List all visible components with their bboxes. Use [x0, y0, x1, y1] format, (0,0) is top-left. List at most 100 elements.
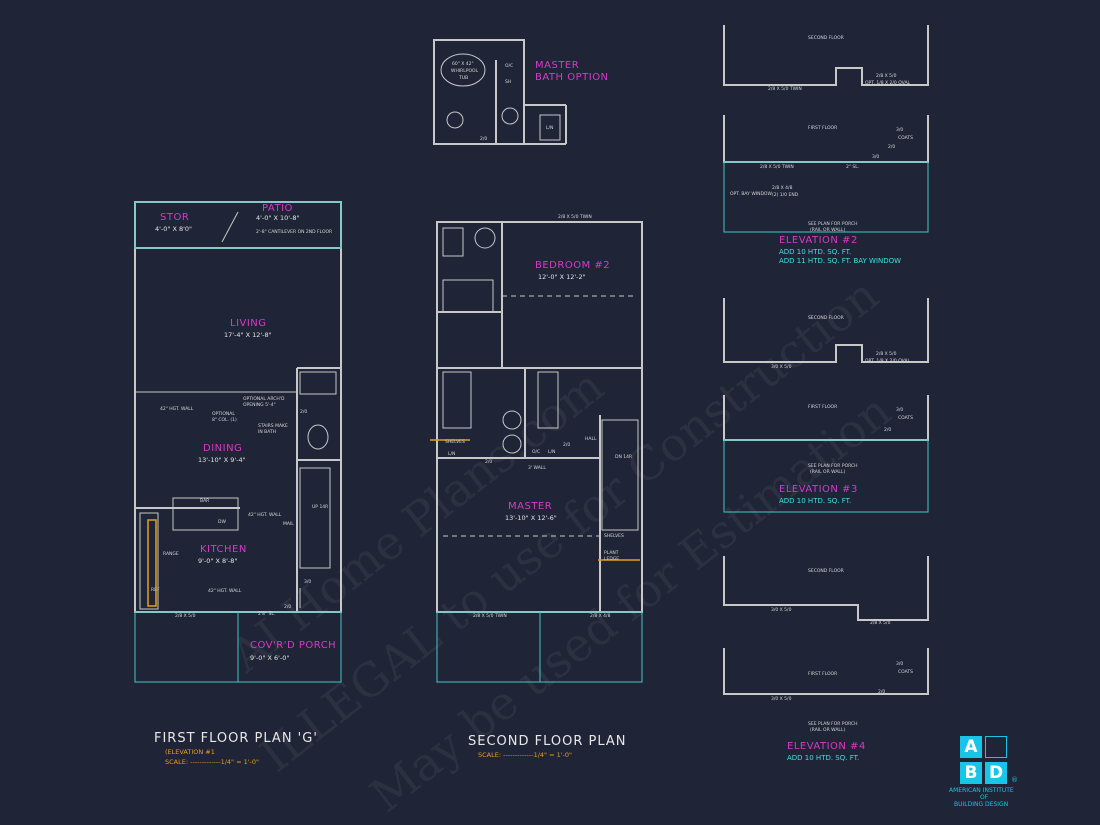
- elev2-bay: OPT. BAY WINDOW: [730, 192, 772, 197]
- shelves-label-2: SHELVES: [604, 534, 624, 539]
- elev4-window-1: 3/0 X 5/0: [771, 608, 792, 613]
- stair-up-label: UP 14R: [312, 505, 329, 510]
- elev2-bay-dim-1: 2/8 X 4/8: [772, 186, 793, 191]
- elev3-coats: COATS: [898, 416, 913, 421]
- bath-sh: SH: [505, 80, 512, 85]
- logo-letter-d: D: [985, 762, 1007, 784]
- room-bedroom2-size: 12'-0" X 12'-2": [538, 273, 586, 281]
- elev2-door-dim2: 2/0: [888, 145, 896, 150]
- stairs-note-1: STAIRS MAKE: [258, 424, 288, 429]
- mail-label: MAIL: [283, 522, 294, 527]
- elev2-window-2: 2/8 X 5/0: [876, 74, 897, 79]
- elev4-coats: COATS: [898, 670, 913, 675]
- room-porch-size: 9'-0" X 6'-0": [250, 654, 290, 662]
- elev2-window-note: OPT. 1/8 X 2/0 OVAL: [865, 81, 911, 86]
- ln-label-2: L/N: [548, 450, 556, 455]
- door-2-0-a: 2/0: [300, 410, 308, 415]
- elev4-second-floor: SECOND FLOOR: [808, 569, 844, 574]
- door-front: 2/8 X 5/0: [175, 614, 196, 619]
- dim-2-0: 2/0: [485, 460, 493, 465]
- logo-line-1: AMERICAN INSTITUTE: [949, 787, 1014, 794]
- elev4-porch-1: SEE PLAN FOR PORCH: [808, 722, 858, 727]
- elev3-porch-1: SEE PLAN FOR PORCH: [808, 464, 858, 469]
- elev3-second-floor: SECOND FLOOR: [808, 316, 844, 321]
- second-floor-scale: SCALE: -------------1/4" = 1'-0": [478, 751, 573, 759]
- elev2-title: ELEVATION #2: [779, 235, 858, 246]
- elev2-door-dim: 3/0: [896, 128, 904, 133]
- elev2-door-dim3: 3/0: [872, 155, 880, 160]
- ln-label: L/N: [448, 452, 456, 457]
- elev4-window-2: 2/8 X 5/0: [870, 621, 891, 626]
- elev2-line2: ADD 11 HTD. SQ. FT. BAY WINDOW: [779, 257, 902, 265]
- elev4-door-dim: 3/0: [896, 662, 904, 667]
- elev2-first-window: 2/8 X 5/0 TWIN: [760, 165, 794, 170]
- elev4-first-floor: FIRST FLOOR: [808, 672, 838, 677]
- elev4-window-3: 3/0 X 5/0: [771, 697, 792, 702]
- logo-letter-b: B: [960, 762, 982, 784]
- door-2-0-b: 2/0: [284, 605, 292, 610]
- hgt-wall-note-3: 42" HGT. WALL: [208, 589, 242, 594]
- bath-dim: 2/0: [480, 137, 488, 142]
- room-porch-name: COV'R'D PORCH: [250, 640, 337, 651]
- logo-letter-a: A: [960, 736, 982, 758]
- dim-2-0-b: 2/0: [563, 443, 571, 448]
- first-floor-scale: SCALE: -------------1/4" = 1'-0": [165, 758, 260, 766]
- hgt-wall-note-2: 42" HGT. WALL: [248, 513, 282, 518]
- room-master-name: MASTER: [508, 501, 553, 512]
- logo-registered: ®: [1011, 776, 1018, 784]
- aibd-logo: A B D ® AMERICAN INSTITUTE OF BUILDING D…: [949, 736, 1025, 812]
- elev2-porch-2: (RAIL OR WALL): [810, 228, 846, 233]
- elev2-window-1: 2/8 X 5/0 TWIN: [768, 87, 802, 92]
- wall-label: 3' WALL: [528, 466, 546, 471]
- optional-arch-1: OPTIONAL ARCH'D: [243, 397, 285, 402]
- dw-label: DW: [218, 520, 226, 525]
- elev4-line1: ADD 10 HTD. SQ. FT.: [787, 754, 860, 762]
- first-floor-elevation: (ELEVATION #1: [165, 748, 215, 756]
- room-living-name: LIVING: [230, 318, 267, 329]
- elev2-coats: COATS: [898, 136, 913, 141]
- door-side: 2'8" SL.: [258, 612, 276, 617]
- optional-col-2: 8" COL. (1): [212, 418, 237, 423]
- room-patio-size: 4'-0" X 10'-8": [256, 214, 300, 222]
- room-bedroom2-name: BEDROOM #2: [535, 260, 611, 271]
- logo-i-bar: [985, 736, 1007, 758]
- logo-line-3: BUILDING DESIGN: [954, 801, 1009, 808]
- elev4-porch-2: (RAIL OR WALL): [810, 728, 846, 733]
- cantilever-note: 2'-8" CANTILEVER ON 2ND FLOOR: [256, 230, 333, 235]
- elev3-first-floor: FIRST FLOOR: [808, 405, 838, 410]
- shelves-label: SHELVES: [445, 440, 465, 445]
- elev4-title: ELEVATION #4: [787, 741, 866, 752]
- range-label: RANGE: [163, 552, 179, 557]
- elev2-porch-1: SEE PLAN FOR PORCH: [808, 222, 858, 227]
- elev3-title: ELEVATION #3: [779, 484, 858, 495]
- tub-label-3: TUB: [459, 76, 469, 81]
- door-bottom-right: 2/8 X 4/8: [590, 614, 611, 619]
- elev2-second-floor: SECOND FLOOR: [808, 36, 844, 41]
- stairs-note-2: IN BATH: [258, 430, 277, 435]
- bath-ln: L/N: [546, 126, 554, 131]
- first-floor-title: FIRST FLOOR PLAN 'G': [154, 731, 318, 746]
- tub-label-1: 60" X 42": [452, 62, 474, 67]
- elev2-first-floor: FIRST FLOOR: [808, 126, 838, 131]
- tub-label-2: WHIRLPOOL: [451, 69, 479, 74]
- elev3-door-dim2: 2/0: [884, 428, 892, 433]
- master-bath-option-title-2: BATH OPTION: [535, 72, 609, 83]
- plant-ledge-2: LEDGE: [604, 557, 620, 562]
- optional-col-1: OPTIONAL: [212, 412, 235, 417]
- ref-label: REF: [151, 588, 160, 593]
- elev4-door-dim2: 2/0: [878, 690, 886, 695]
- room-kitchen-name: KITCHEN: [200, 544, 247, 555]
- elev3-window-1: 3/0 X 5/0: [771, 365, 792, 370]
- room-dining-name: DINING: [203, 443, 243, 454]
- door-bottom-left: 2/8 X 5/0 TWIN: [473, 614, 507, 619]
- elev3-window-2: 2/8 X 5/0: [876, 352, 897, 357]
- hall-label: HALL: [585, 437, 597, 442]
- elev2-side: 2" SL.: [846, 165, 860, 170]
- room-stor-name: STOR: [160, 212, 190, 223]
- bar-label: BAR: [200, 499, 210, 504]
- elev3-line1: ADD 10 HTD. SQ. FT.: [779, 497, 852, 505]
- elev3-window-note: OPT. 1/8 X 2/0 OVAL: [865, 359, 911, 364]
- second-top-door: 2/8 X 5/0 TWIN: [558, 215, 592, 220]
- room-living-size: 17'-4" X 12'-8": [224, 331, 272, 339]
